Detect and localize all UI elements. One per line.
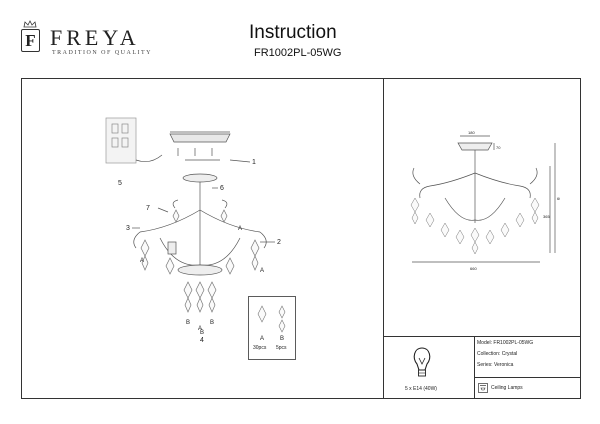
callout-5: 5 [118,180,122,187]
callout-6: 6 [220,185,224,192]
part-letter: A [238,226,242,232]
divider-info-vertical [474,336,475,399]
dim-total-height: 600 [557,196,560,201]
part-a-letter: A [260,336,264,342]
part-b-letter: B [280,336,284,342]
callout-3: 3 [126,225,130,232]
callout-1: 1 [252,159,256,166]
info-model: Model: FR1002PL-05WG [477,340,534,346]
brand-tagline: TRADITION OF QUALITY [52,50,152,56]
info-type: Ceiling Lamps [491,385,523,391]
dim-canopy-height: 70 [496,145,501,150]
callout-7: 7 [146,205,150,212]
logo-letter: F [25,31,36,50]
instruction-frame [21,78,581,399]
divider-info-top [383,336,581,337]
assembly-diagram: 1 2 3 4 5 6 7 A A A A B B B [105,117,281,344]
part-letter: B [200,330,204,336]
dimension-drawing: 180 70 365 600 660 [410,130,560,271]
page-title: Instruction [249,22,337,43]
ceiling-lamp-icon [478,383,488,393]
callout-4: 4 [200,337,204,344]
dim-canopy-width: 180 [468,130,475,135]
part-a-qty: 30pcs [253,345,267,351]
divider-info-type [474,377,581,378]
info-series: Series: Veronica [477,362,514,368]
logo-frame [21,29,40,52]
crown-icon [23,20,37,28]
brand-name: FREYA [50,25,140,50]
part-letter: A [260,268,264,274]
dim-overall-width: 660 [470,266,477,271]
part-letter: A [140,258,144,264]
part-b-qty: 5pcs [276,345,287,351]
callout-2: 2 [277,239,281,246]
model-number: FR1002PL-05WG [254,47,342,59]
part-letter: B [186,320,190,326]
part-letter: B [210,320,214,326]
parts-legend: A B 30pcs 5pcs [248,296,296,360]
bulb-spec: 5 x E14 (40W) [405,386,437,392]
info-collection: Collection: Crystal [477,351,518,357]
divider-vertical [383,78,384,399]
part-letter: A [198,326,202,332]
bulb-icon [413,347,431,377]
dim-body-height: 365 [543,214,550,219]
